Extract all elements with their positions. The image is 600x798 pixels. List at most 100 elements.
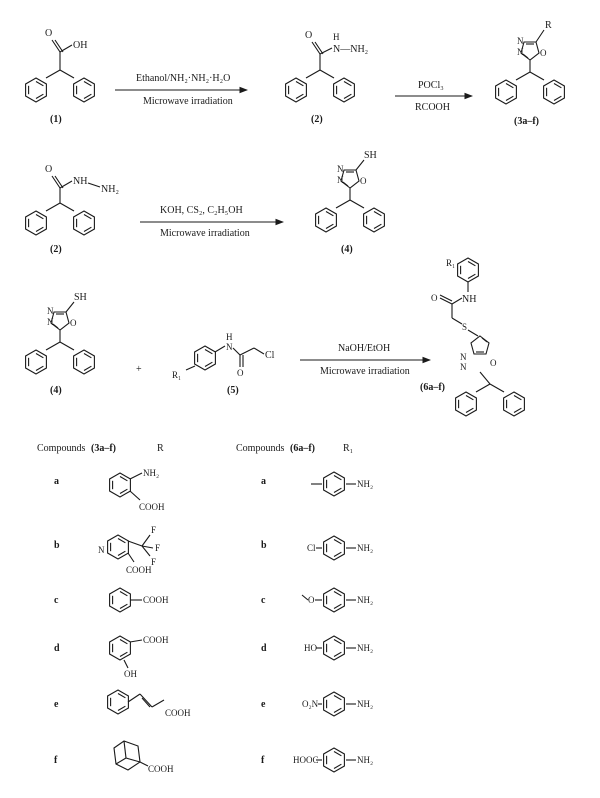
left-row-d-letter: d xyxy=(54,643,60,654)
structure-label: COOH xyxy=(143,635,169,645)
c6-o: O xyxy=(431,293,438,303)
c5-label: (5) xyxy=(227,385,239,396)
r1-group-d: HO NH₂ xyxy=(304,635,373,661)
r-group-c: COOH xyxy=(109,587,169,613)
left-row-a-letter: a xyxy=(54,476,59,487)
structure-label: O₂N xyxy=(302,699,319,709)
c4-n1: N xyxy=(337,164,344,174)
structure-label: F xyxy=(155,543,160,553)
c4b-n1: N xyxy=(47,306,54,316)
structure-label: NH₂ xyxy=(357,643,373,653)
c4-o: O xyxy=(360,176,367,186)
structure-label: HO xyxy=(304,643,317,653)
structure-label: F xyxy=(151,525,156,535)
c5-r1: R₁ xyxy=(172,370,181,380)
structure-label: N xyxy=(98,545,105,555)
compound-4: SH N N O (4) xyxy=(316,150,385,255)
c5-o: O xyxy=(237,368,244,378)
c3-n1: N xyxy=(517,36,524,46)
c6-label: (6a–f) xyxy=(420,382,445,393)
structure-label: Cl xyxy=(307,543,316,553)
c4b-o: O xyxy=(70,318,77,328)
structure-label: NH₂ xyxy=(357,699,373,709)
c2b-nh: NH xyxy=(73,176,87,187)
right-row-f-letter: f xyxy=(261,755,265,766)
structure-label: NH₂ xyxy=(357,479,373,489)
c2-nh: N—NH₂ xyxy=(333,44,368,55)
c3-n2: N xyxy=(517,47,524,57)
structure-label: F xyxy=(151,557,156,567)
left-row-f-letter: f xyxy=(54,755,58,766)
right-row-d-letter: d xyxy=(261,643,267,654)
structure-label: COOH xyxy=(143,595,169,605)
c6-n2: N xyxy=(460,362,467,372)
arrow3-top: KOH, CS₂, C₂H₅OH xyxy=(160,205,243,216)
r1-group-e: O₂N NH₂ xyxy=(302,691,373,717)
c5-cl: Cl xyxy=(265,350,275,361)
c1-acid: OH xyxy=(73,40,87,51)
arrow4-bottom: Microwave irradiation xyxy=(320,366,410,377)
c4b-sh: SH xyxy=(74,292,87,303)
r-group-d: COOH OH xyxy=(109,635,169,679)
compound-2b: O NH NH₂ (2) xyxy=(26,164,119,255)
c2-o: O xyxy=(305,30,312,41)
arrow4-top: NaOH/EtOH xyxy=(338,343,390,354)
c4-n2: N xyxy=(337,175,344,185)
c5-n: N xyxy=(226,342,233,352)
c6-r1: R₁ xyxy=(446,258,455,268)
c6-n1: N xyxy=(460,352,467,362)
left-row-e-letter: e xyxy=(54,699,59,710)
structure-label: NH₂ xyxy=(357,595,373,605)
structure-label: NH₂ xyxy=(357,755,373,765)
r1-group-b: Cl NH₂ xyxy=(307,535,373,561)
right-header-r: R₁ xyxy=(343,443,353,454)
structure-label: COOH xyxy=(139,502,165,512)
c4-sh: SH xyxy=(364,150,377,161)
c3-r: R xyxy=(545,20,552,31)
c2b-nh2: NH₂ xyxy=(101,184,119,195)
right-header-code: (6a–f) xyxy=(290,443,315,454)
left-header-r: R xyxy=(157,443,164,454)
right-header: Compounds xyxy=(236,443,284,454)
left-row-b-letter: b xyxy=(54,540,60,551)
compound-1: O OH (1) xyxy=(26,28,95,125)
arrow2-bottom: RCOOH xyxy=(415,102,450,113)
c1-label: (1) xyxy=(50,114,62,125)
right-row-e-letter: e xyxy=(261,699,266,710)
c6-o2: O xyxy=(490,358,497,368)
r1-group-f: HOOC NH₂ xyxy=(293,747,373,773)
c6-s: S xyxy=(462,322,467,332)
arrow1-top: Ethanol/NH₂·NH₂·H₂O xyxy=(136,73,230,84)
r-group-b: N F F F COOH xyxy=(98,525,160,575)
structure-label: HOOC xyxy=(293,755,319,765)
structure-label: COOH xyxy=(165,708,191,718)
c4-label: (4) xyxy=(341,244,353,255)
c4b-n2: N xyxy=(47,317,54,327)
left-header-code: (3a–f) xyxy=(91,443,116,454)
structure-label: O xyxy=(308,595,315,605)
plus-sign: + xyxy=(136,364,142,375)
c2-h: H xyxy=(333,32,340,42)
c4b-label: (4) xyxy=(50,385,62,396)
compound-6: R₁ NH O S N N O (6a–f) xyxy=(420,257,524,416)
r1-group-c: O NH₂ xyxy=(301,587,373,613)
structure-label: NH₂ xyxy=(357,543,373,553)
c1-o: O xyxy=(45,28,52,39)
r-group-a: NH₂ COOH xyxy=(109,468,165,512)
left-header: Compounds xyxy=(37,443,85,454)
arrow3-bottom: Microwave irradiation xyxy=(160,228,250,239)
r1-group-a: NH₂ xyxy=(311,471,373,497)
c2b-label: (2) xyxy=(50,244,62,255)
arrow2-top: POCl₃ xyxy=(418,80,444,91)
r-group-f: COOH xyxy=(113,740,174,774)
compound-4b: SH N N O (4) xyxy=(26,292,95,396)
structure-label: OH xyxy=(124,669,137,679)
c2-label: (2) xyxy=(311,114,323,125)
right-row-b-letter: b xyxy=(261,540,267,551)
r-group-e: COOH xyxy=(107,689,191,718)
c5-h: H xyxy=(226,332,233,342)
structure-label: COOH xyxy=(126,565,152,575)
right-row-a-letter: a xyxy=(261,476,266,487)
c3-o: O xyxy=(540,48,547,58)
